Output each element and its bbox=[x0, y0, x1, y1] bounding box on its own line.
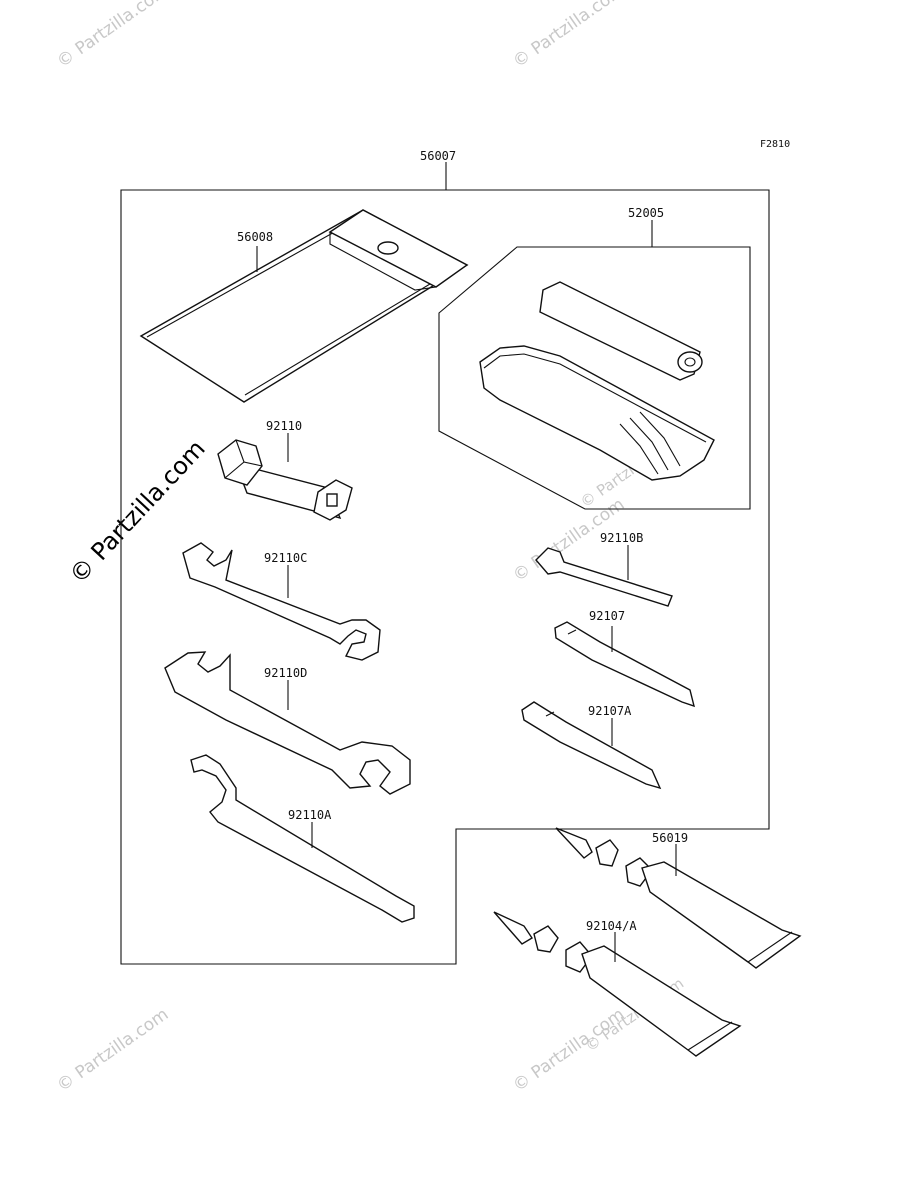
hex-key-label: 92110B bbox=[600, 531, 643, 545]
watermark-top-right: © Partzilla.com bbox=[509, 0, 628, 72]
grease-tube-2 bbox=[493, 911, 742, 1057]
figure-code: F2810 bbox=[760, 139, 790, 150]
hook-wrench bbox=[190, 754, 415, 923]
assembly-outline bbox=[120, 189, 770, 965]
wrench-c-label: 92110C bbox=[264, 551, 307, 565]
kit-outline bbox=[438, 246, 751, 510]
screwdriver-2-label: 92107A bbox=[588, 704, 632, 718]
kit-gauge bbox=[539, 281, 703, 381]
kit-bag bbox=[479, 345, 715, 481]
plug-wrench bbox=[217, 433, 353, 521]
grease-tube-1-label: 56019 bbox=[652, 831, 688, 845]
screwdriver-2 bbox=[521, 701, 662, 790]
pouch-label: 56008 bbox=[237, 230, 273, 244]
hook-wrench-label: 92110A bbox=[288, 808, 332, 822]
plug-wrench-label: 92110 bbox=[266, 419, 302, 433]
watermark-bottom-left: © Partzilla.com bbox=[53, 1004, 172, 1096]
screwdriver-1-label: 92107 bbox=[589, 609, 625, 623]
tool-pouch bbox=[139, 209, 469, 403]
assembly-label: 56007 bbox=[420, 149, 456, 163]
watermark-bottom-right: © Partzilla.com bbox=[509, 1004, 628, 1096]
screwdriver-1 bbox=[554, 621, 695, 708]
grease-tube-1 bbox=[555, 827, 802, 969]
wrench-d-label: 92110D bbox=[264, 666, 307, 680]
kit-label: 52005 bbox=[628, 206, 664, 220]
watermark-top-left: © Partzilla.com bbox=[53, 0, 172, 72]
grease-tube-2-label: 92104/A bbox=[586, 919, 637, 933]
wrench-d bbox=[164, 651, 411, 795]
wrench-c bbox=[182, 542, 381, 661]
hex-key bbox=[535, 545, 673, 607]
